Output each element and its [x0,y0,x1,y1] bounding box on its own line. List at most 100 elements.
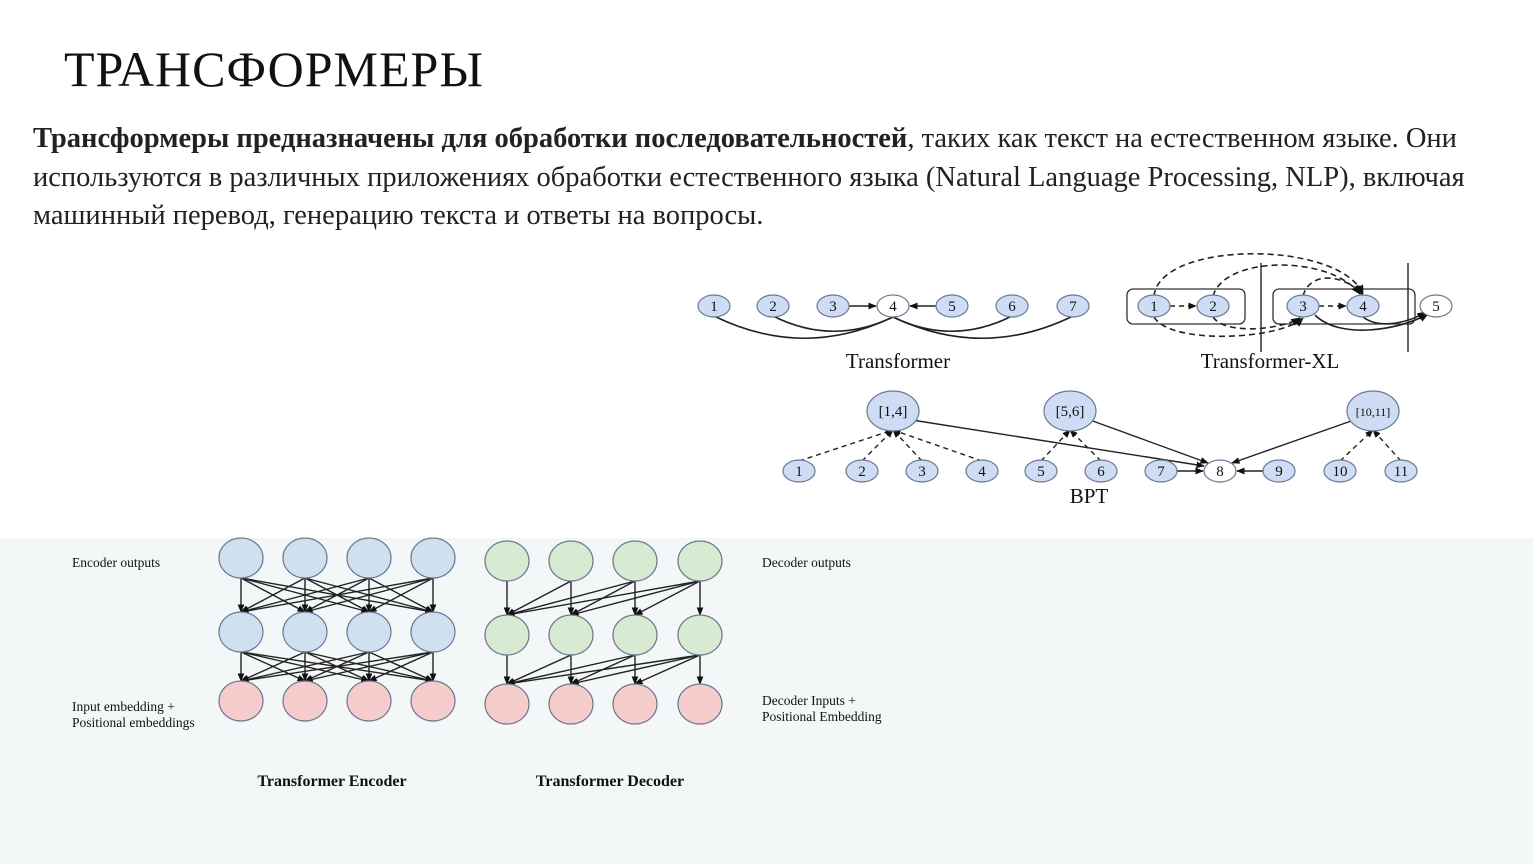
decoder-edge [570,654,701,686]
decoder-edge [506,654,701,687]
bpt-dashed-edge [1069,429,1102,462]
encoder-edge [304,577,434,614]
bpt-node-label: 6 [1097,464,1105,480]
transformer-xl-node [1196,294,1230,318]
transformer-node [995,294,1029,318]
encoder-edge [368,651,434,682]
decoder-input-node [548,683,594,725]
bpt-node [905,459,939,483]
decoder-node [548,614,594,656]
encoder-input-node [218,680,264,722]
bpt-node-label: 3 [918,464,926,480]
transformer-node-label: 3 [829,299,837,315]
encoder-node [346,537,392,579]
edge-arc [772,315,894,333]
xl-dashed-arc [1153,252,1364,297]
bpt-dashed-edge [1339,429,1374,462]
decoder-edge [634,580,701,616]
bpt-node-label: 4 [978,464,986,480]
transformer-xl-node [1346,294,1380,318]
bpt-span-node-label: [1,4] [879,404,908,420]
transformer-xl-node-label: 2 [1209,299,1217,315]
transformer-node-label: 5 [948,299,956,315]
bpt-node-label: 1 [795,464,803,480]
slide-paragraph: Трансформеры предназначены для обработки… [33,120,1503,230]
bpt-node-label: 9 [1275,464,1283,480]
input-embedding-label: Input embedding + [72,699,175,714]
transformer-xl-node [1286,294,1320,318]
bpt-node [845,459,879,483]
decoder-node [484,540,530,582]
bpt-edge [1231,419,1355,464]
transformer-node-label: 1 [710,299,718,315]
encoder-edge [304,651,434,683]
decoder-node [677,614,723,656]
decoder-input-node [677,683,723,725]
bpt-edge [911,419,1205,469]
bpt-span-node-label: [5,6] [1056,404,1085,420]
encoder-node [282,537,328,579]
bpt-dashed-edge [1372,429,1402,462]
transformer-label: Transformer [846,349,950,373]
bpt-node [1144,459,1178,483]
positional-embeddings-label: Positional embeddings [72,715,195,730]
xl-dashed-arc [1302,277,1363,297]
encoder-node [218,611,264,653]
bpt-dashed-edge [892,429,923,462]
encoder-input-node [346,680,392,722]
bpt-dashed-edge [892,429,983,462]
encoder-input-node [282,680,328,722]
bpt-node [1024,459,1058,483]
bpt-span-node-label: [10,11] [1356,405,1391,419]
bpt-node [1262,459,1296,483]
transformer-node-label: 6 [1008,299,1016,315]
transformer-node-label: 2 [769,299,777,315]
encoder-edge [240,577,434,614]
transformer-xl-node-label: 4 [1359,299,1367,315]
edge-arc [892,315,1074,340]
positional-embedding-label: Positional Embedding [762,709,882,724]
edge-arc [892,315,1013,333]
bpt-dashed-edge [1040,429,1071,462]
encoder-node [346,611,392,653]
paragraph-text: , таких как текст на естественном языке.… [33,123,1465,230]
decoder-edge [570,580,701,617]
paragraph-bold: Трансформеры предназначены для обработки… [33,123,908,154]
bpt-span-node [1043,390,1097,432]
decoder-inputs-label: Decoder Inputs + [762,693,856,708]
encoder-node [410,537,456,579]
decoder-input-node [484,683,530,725]
bpt-node [965,459,999,483]
encoder-edge [240,651,306,682]
bpt-node-label: 11 [1394,464,1408,480]
transformer-node-label: 4 [889,299,897,315]
bpt-node [1323,459,1357,483]
transformer-xl-node [1419,294,1453,318]
encoder-outputs-label: Encoder outputs [72,555,160,570]
xl-dashed-arc [1212,316,1301,330]
decoder-edge [506,580,701,617]
encoder-edge [240,651,434,684]
encoder-edge [240,577,370,614]
bpt-span-node [1346,390,1400,432]
xl-arc [1362,311,1427,325]
decoder-input-node [612,683,658,725]
bpt-dashed-edge [798,429,894,462]
decoder-edge [506,654,572,685]
decoder-edge [506,580,572,616]
transformer-xl-node-label: 5 [1432,299,1440,315]
bpt-node-label: 2 [858,464,866,480]
transformer-xl-label: Transformer-XL [1201,349,1340,373]
transformer-node [1056,294,1090,318]
decoder-node [612,540,658,582]
bpt-node [1084,459,1118,483]
transformer-xl-node-label: 3 [1299,299,1307,315]
segment-box-1 [1126,288,1246,325]
bpt-label: BPT [1070,484,1109,508]
transformer-node [935,294,969,318]
transformer-xl-node [1137,294,1171,318]
decoder-node [612,614,658,656]
bpt-dashed-edge [861,429,894,462]
encoder-edge [240,577,306,613]
